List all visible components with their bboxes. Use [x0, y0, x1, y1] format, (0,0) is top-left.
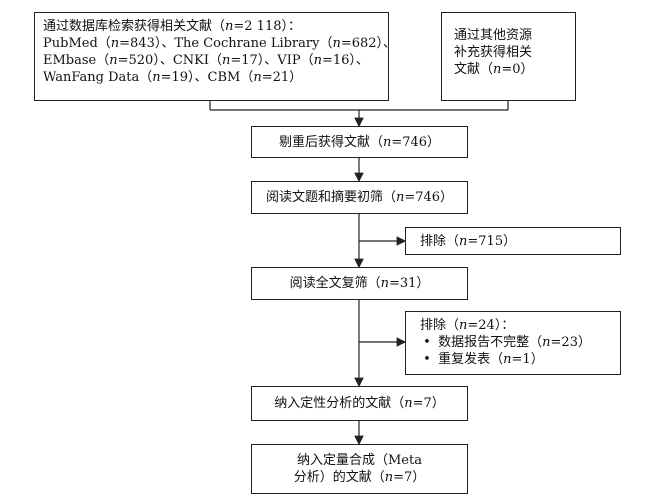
step-title-abstract-text: 阅读文题和摘要初筛（n=746）: [265, 190, 454, 205]
databases-line-2: PubMed（n=843）、The Cochrane Library（n=682…: [43, 36, 397, 51]
databases-line-4: WanFang Data（n=19）、CBM（n=21）: [43, 70, 303, 85]
step-title-abstract-box: 阅读文题和摘要初筛（n=746）: [251, 181, 468, 214]
exclusion-first-box: 排除（n=715）: [405, 227, 621, 255]
exclusion-first-text: 排除（n=715）: [420, 234, 517, 249]
step-quantitative-box: 纳入定量合成（Meta 分析）的文献（n=7）: [251, 444, 468, 494]
step-qualitative-box: 纳入定性分析的文献（n=7）: [251, 386, 468, 421]
other-sources-line-3: 文献（n=0）: [454, 62, 534, 77]
step-quantitative-line-2: 分析）的文献（n=7）: [293, 470, 426, 485]
step-dedup-text: 剔重后获得文献（n=746）: [278, 134, 441, 150]
step-fulltext-text: 阅读全文复筛（n=31）: [289, 276, 430, 291]
databases-box: 通过数据库检索获得相关文献（n=2 118）： PubMed（n=843）、Th…: [34, 12, 397, 101]
exclusion-second-box: 排除（n=24）： • 数据报告不完整（n=23） • 重复发表（n=1）: [405, 311, 621, 375]
exclusion-item-incomplete: 数据报告不完整（n=23）: [438, 335, 591, 350]
step-fulltext-box: 阅读全文复筛（n=31）: [251, 267, 468, 300]
exclusion-item: • 重复发表（n=1）: [420, 351, 620, 368]
exclusion-item-duplicate: 重复发表（n=1）: [438, 352, 544, 367]
other-sources-box: 通过其他资源 补充获得相关 文献（n=0）: [441, 12, 576, 101]
exclusion-item: • 数据报告不完整（n=23）: [420, 334, 620, 351]
step-qualitative-text: 纳入定性分析的文献（n=7）: [274, 396, 445, 411]
bullet-marker: •: [423, 335, 431, 350]
exclusion-second-title: 排除（n=24）：: [420, 318, 515, 333]
step-dedup-box: 剔重后获得文献（n=746）: [251, 126, 468, 158]
databases-line-3: EMbase（n=520）、CNKI（n=17）、VIP（n=16）、: [43, 53, 369, 68]
other-sources-line-1: 通过其他资源: [454, 28, 533, 43]
other-sources-line-2: 补充获得相关: [454, 45, 533, 60]
step-quantitative-line-1: 纳入定量合成（Meta: [297, 453, 422, 468]
bullet-marker: •: [423, 352, 431, 367]
databases-line-1: 通过数据库检索获得相关文献（n=2 118）：: [43, 19, 301, 34]
